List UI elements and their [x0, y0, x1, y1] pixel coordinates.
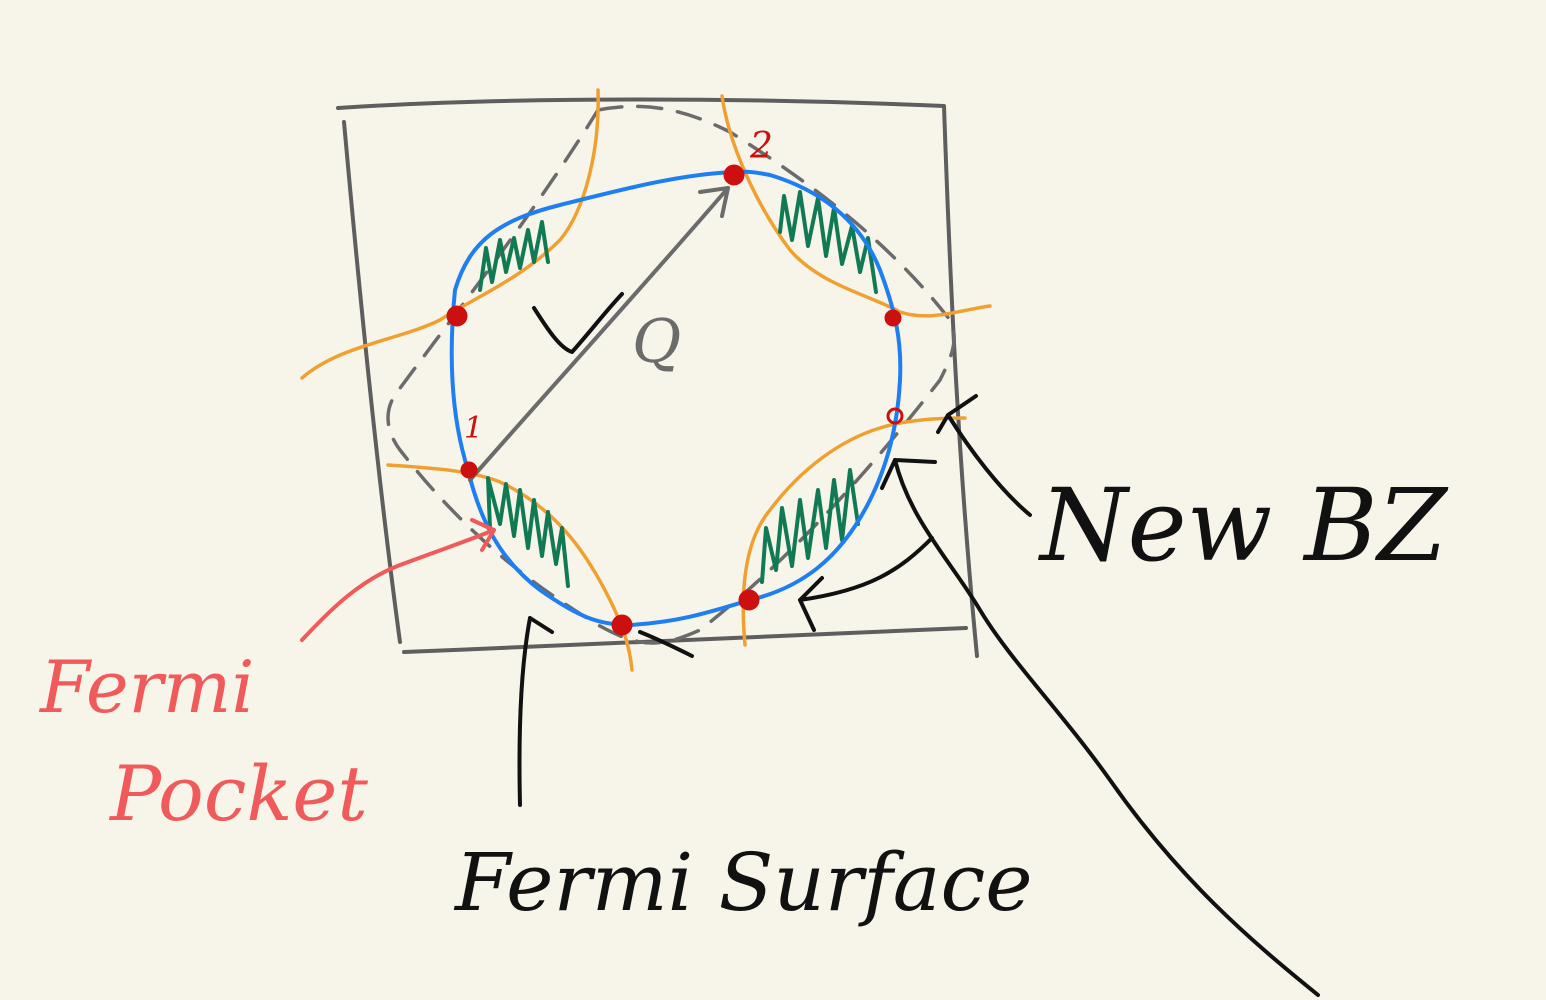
annotation-arrows — [517, 394, 1320, 997]
q-label-stroke — [532, 292, 624, 354]
arrow-bottom-tick — [638, 630, 694, 658]
fermi-surface-curve — [449, 169, 903, 627]
pocket-hatching — [478, 190, 878, 588]
original-bz-box — [336, 97, 979, 658]
arrow-to-new-bz — [936, 394, 1032, 517]
hot-spot-left-lower — [460, 461, 478, 479]
hatch-bottom-right — [760, 468, 860, 584]
folded-curve-bottom-right — [741, 416, 967, 647]
arrow-long-to-fermi-surface — [880, 458, 1320, 997]
hot-spot-top — [723, 164, 745, 186]
hot-spots — [446, 164, 904, 636]
folded-curve-top-right — [720, 94, 992, 318]
new-bz-label: New BZ — [1038, 467, 1449, 584]
arrow-to-fermi-surface-label — [517, 616, 554, 807]
arrow-to-fermi-pocket — [300, 518, 496, 642]
fermi-pocket-label-line1: Fermi — [38, 645, 254, 729]
fermi-pocket-label-line2: Pocket — [108, 749, 368, 838]
hatch-top-right — [778, 190, 878, 294]
hot-spot-bottom-right — [738, 589, 760, 611]
hatch-top-left — [478, 220, 550, 292]
hot-spot-right-lower — [886, 407, 904, 425]
point-label-1: 1 — [464, 411, 483, 446]
fermi-surface-label: Fermi Surface — [453, 836, 1033, 929]
hot-spot-bottom — [611, 614, 633, 636]
q-vector-head — [698, 186, 730, 218]
q-label: Q — [632, 307, 681, 377]
folded-curve-top-left — [300, 88, 600, 380]
q-vector-arrow — [468, 186, 730, 482]
arrow-to-hot-spot — [798, 536, 934, 632]
hot-spot-left-upper — [446, 305, 468, 327]
q-vector-shaft — [468, 186, 730, 482]
hot-spot-right-upper — [884, 309, 902, 327]
folded-curve-bottom-left — [386, 463, 634, 672]
point-label-2: 2 — [749, 126, 773, 167]
hatch-bottom-left — [486, 476, 570, 588]
